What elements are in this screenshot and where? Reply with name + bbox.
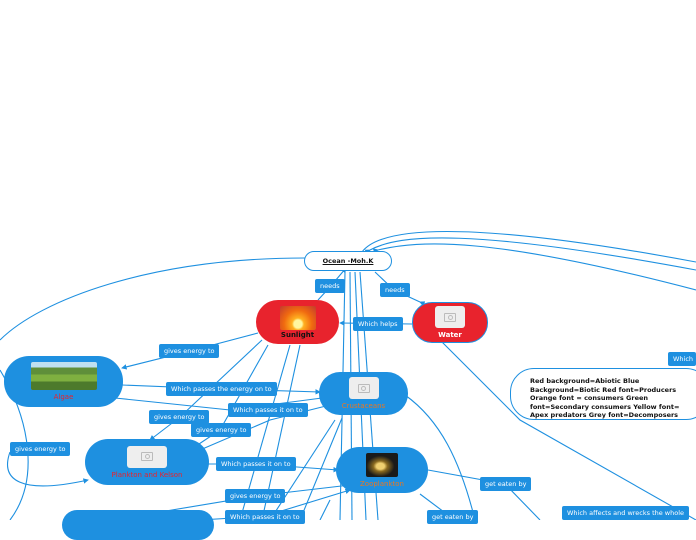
relation-label[interactable]: needs <box>380 283 410 297</box>
relation-label[interactable]: Which helps <box>353 317 403 331</box>
central-topic[interactable]: Ocean -Moh.K <box>304 251 392 271</box>
connector-arc-top-1 <box>357 231 696 263</box>
relation-label[interactable]: Which <box>668 352 696 366</box>
connector-crust-right <box>404 394 476 520</box>
connector-water-lines <box>439 339 696 520</box>
node-plankton[interactable]: Plankton and Kelson <box>85 439 209 485</box>
legend-line: Orange font = consumers Green <box>530 394 649 402</box>
connector-fan-5 <box>319 499 331 520</box>
node-zooplankton-label: Zooplankton <box>360 479 404 488</box>
relation-label[interactable]: gives energy to <box>225 489 286 503</box>
connector-plankton-crust <box>199 403 331 451</box>
node-sunlight[interactable]: Sunlight <box>256 300 339 344</box>
relation-label[interactable]: Which passes the energy on to <box>166 382 277 396</box>
relation-label[interactable]: Which passes it on to <box>216 457 296 471</box>
image-placeholder-icon <box>127 445 167 468</box>
node-algae[interactable]: Algae <box>4 356 123 407</box>
relation-label[interactable]: get eaten by <box>427 510 479 524</box>
relation-label[interactable]: Which passes it on to <box>228 403 308 417</box>
legend-box: Red background=Abiotic Blue Background=B… <box>510 368 696 420</box>
relation-label[interactable]: needs <box>315 279 345 293</box>
legend-line: Apex predators Grey font=Decomposers <box>530 411 679 419</box>
legend-line: font=Secondary consumers Yellow font= <box>530 402 680 411</box>
image-placeholder-icon <box>348 377 379 399</box>
zooplankton-image <box>366 452 398 477</box>
connector-fan-3 <box>269 419 336 520</box>
connector-arc-top-3 <box>372 243 696 291</box>
relation-label[interactable]: Which affects and wrecks the whole <box>562 506 690 520</box>
relation-label[interactable]: gives energy to <box>10 442 71 456</box>
node-zooplankton[interactable]: Zooplankton <box>336 447 428 493</box>
node-water-label: Water <box>438 331 462 339</box>
node-bottom-partial[interactable] <box>62 510 214 540</box>
relation-label[interactable]: gives energy to <box>191 423 252 437</box>
image-placeholder-icon <box>435 306 465 328</box>
central-topic-label: Ocean -Moh.K <box>322 257 374 265</box>
relation-label[interactable]: get eaten by <box>480 477 532 491</box>
connector-loop-left <box>7 451 89 487</box>
node-algae-label: Algae <box>53 393 74 401</box>
relation-label[interactable]: gives energy to <box>159 344 220 358</box>
connector-fan-4 <box>299 417 343 520</box>
legend-line: Red background=Abiotic Blue <box>530 377 640 385</box>
connector-arc-left <box>0 257 306 341</box>
algae-pond-image <box>30 362 97 390</box>
sunset-image <box>279 305 316 330</box>
relation-label[interactable]: gives energy to <box>149 410 210 424</box>
relation-label[interactable]: Which passes it on to <box>225 510 305 524</box>
node-plankton-label: Plankton and Kelson <box>111 470 183 479</box>
node-crustaceans[interactable]: Crustaceans <box>319 372 408 415</box>
legend-line: Background=Biotic Red font=Producers <box>530 385 677 394</box>
node-sunlight-label: Sunlight <box>280 330 315 339</box>
node-water[interactable]: Water <box>412 302 488 343</box>
connector-arc-top-2 <box>364 237 696 271</box>
node-crustaceans-label: Crustaceans <box>341 402 386 410</box>
